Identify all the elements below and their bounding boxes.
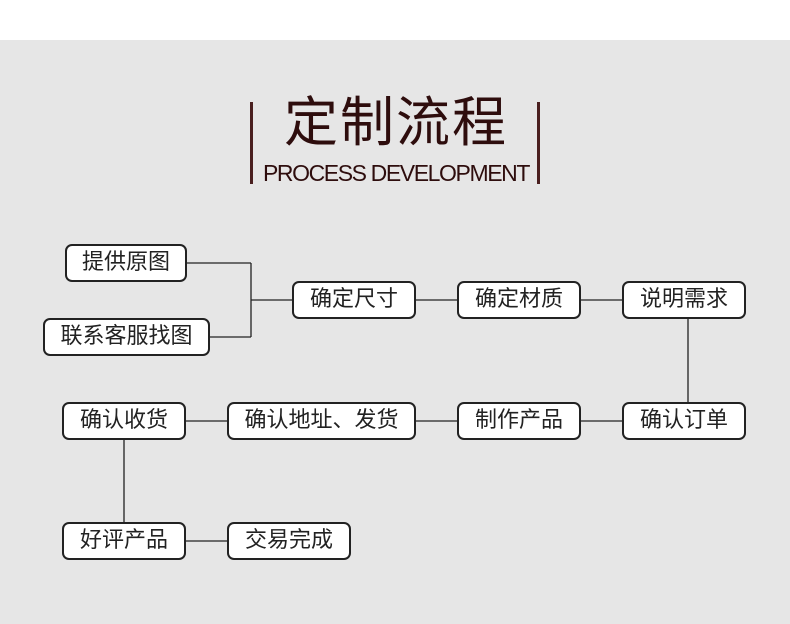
step-confirm-size: 确定尺寸 — [292, 281, 416, 319]
step-good-review: 好评产品 — [62, 522, 186, 560]
step-confirm-order: 确认订单 — [622, 402, 746, 440]
page-title: 定制流程 — [284, 91, 508, 154]
title-left-divider — [250, 102, 253, 184]
title-right-divider — [537, 102, 540, 184]
step-contact-service: 联系客服找图 — [43, 318, 210, 356]
step-confirm-receipt: 确认收货 — [62, 402, 186, 440]
step-deal-complete: 交易完成 — [227, 522, 351, 560]
step-confirm-address: 确认地址、发货 — [227, 402, 416, 440]
step-provide-image: 提供原图 — [65, 244, 187, 282]
page-subtitle: PROCESS DEVELOPMENT — [262, 160, 530, 186]
step-explain-needs: 说明需求 — [622, 281, 746, 319]
step-make-product: 制作产品 — [457, 402, 581, 440]
step-confirm-material: 确定材质 — [457, 281, 581, 319]
